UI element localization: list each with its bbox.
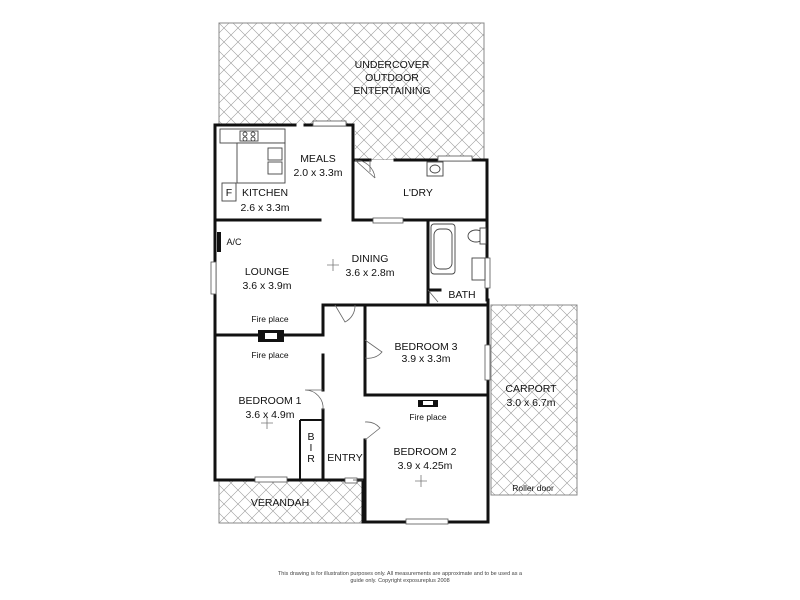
outdoor-label-line1: UNDERCOVER	[355, 59, 430, 71]
fireplace-bed2-symbol	[418, 400, 438, 407]
lounge-size: 3.6 x 3.9m	[242, 280, 291, 292]
kitchen-size: 2.6 x 3.3m	[240, 202, 289, 214]
dining-size: 3.6 x 2.8m	[345, 267, 394, 279]
meals-size: 2.0 x 3.3m	[293, 167, 342, 179]
fireplace-bed2-label: Fire place	[409, 412, 447, 422]
fireplace-lounge-symbol	[258, 330, 284, 342]
interior-walls	[213, 158, 490, 524]
bir-label-r: R	[307, 453, 315, 465]
meals-label: MEALS	[300, 153, 336, 165]
bedroom1-label: BEDROOM 1	[238, 395, 301, 407]
fireplace-lounge-label: Fire place	[251, 314, 289, 324]
bath-label: BATH	[448, 289, 475, 301]
roller-door-label: Roller door	[512, 483, 554, 493]
entry-label: ENTRY	[327, 452, 362, 464]
fireplace-bed1-label: Fire place	[251, 350, 289, 360]
bedroom2-label: BEDROOM 2	[393, 446, 456, 458]
dining-label: DINING	[352, 253, 389, 265]
bedroom2-size: 3.9 x 4.25m	[398, 460, 453, 472]
outdoor-label-line2: OUTDOOR	[365, 72, 419, 84]
doors	[304, 159, 439, 481]
windows	[210, 120, 491, 525]
bath-fixtures	[426, 161, 487, 281]
bedroom3-label: BEDROOM 3	[394, 341, 457, 353]
verandah-label: VERANDAH	[251, 497, 309, 509]
fridge-box	[221, 182, 237, 202]
kitchen-fixtures	[219, 128, 286, 202]
fridge-label: F	[226, 187, 232, 199]
disclaimer: This drawing is for illustration purpose…	[250, 571, 550, 584]
bir-label-b: B	[307, 431, 314, 443]
lounge-label: LOUNGE	[245, 266, 289, 278]
disclaimer-line2: guide only. Copyright exposureplus 2008	[350, 577, 450, 584]
ac-label: A/C	[226, 237, 242, 247]
carport-size: 3.0 x 6.7m	[506, 397, 555, 409]
laundry-label: L'DRY	[403, 187, 433, 199]
bedroom3-size: 3.9 x 3.3m	[401, 353, 450, 365]
bir-label-i: I	[310, 442, 313, 454]
bedroom1-size: 3.6 x 4.9m	[245, 409, 294, 421]
kitchen-label: KITCHEN	[242, 187, 288, 199]
carport-area	[490, 304, 578, 496]
outdoor-label-line3: ENTERTAINING	[353, 85, 430, 97]
disclaimer-line1: This drawing is for illustration purpose…	[277, 571, 523, 577]
light-fittings	[261, 259, 427, 487]
carport-label: CARPORT	[505, 383, 557, 395]
